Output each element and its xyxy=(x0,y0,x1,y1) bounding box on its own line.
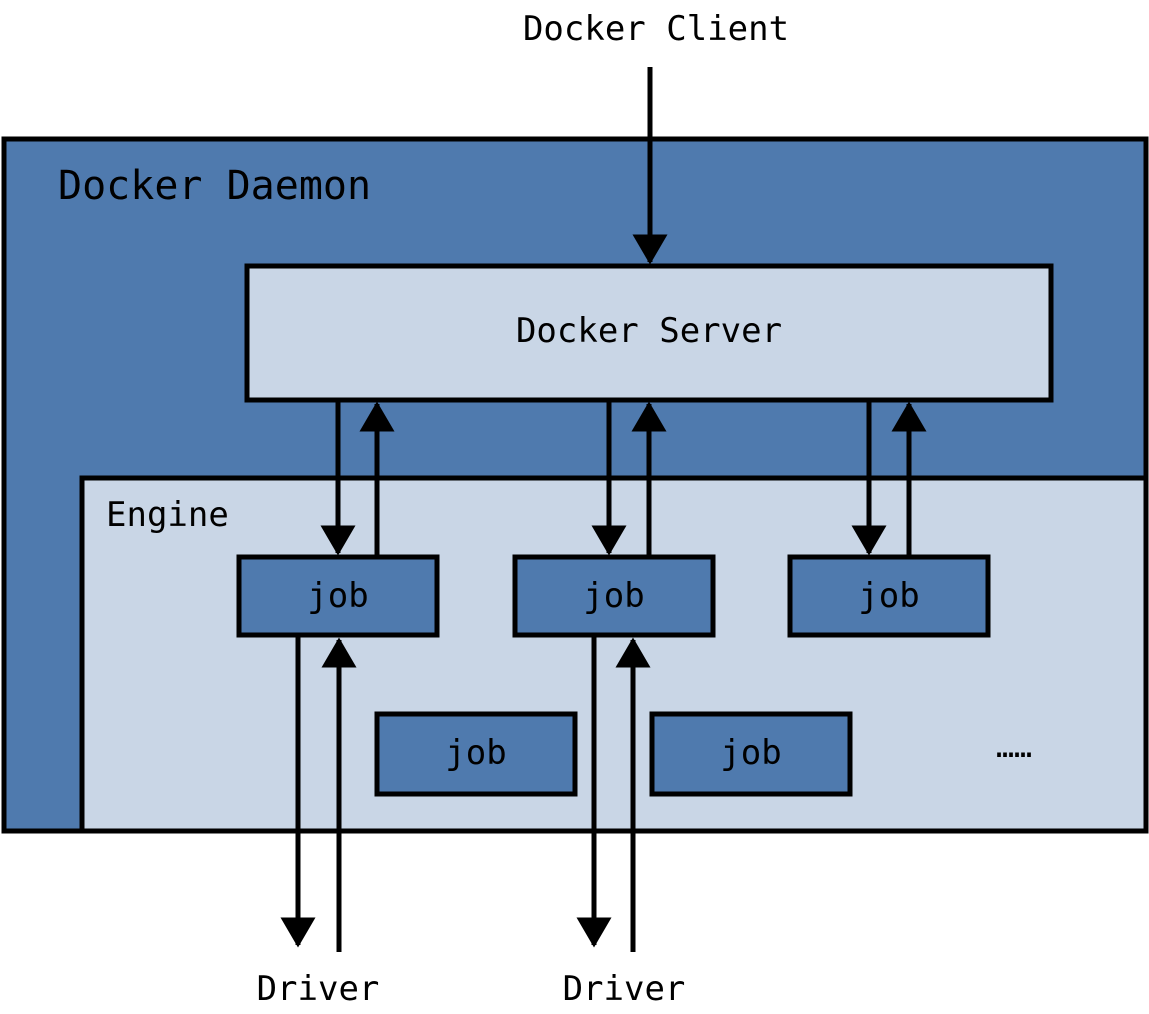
driver-label-2: Driver xyxy=(563,969,686,1009)
engine-label: Engine xyxy=(106,495,229,535)
job-label-1: job xyxy=(307,576,368,616)
job-box-4 xyxy=(374,711,578,797)
docker-server-label: Docker Server xyxy=(516,311,782,351)
job-box-1 xyxy=(236,554,440,638)
more-jobs-ellipsis: …… xyxy=(996,730,1032,765)
docker-client-label: Docker Client xyxy=(523,9,789,49)
job-label-5: job xyxy=(720,733,781,773)
job-box-5 xyxy=(649,711,853,797)
job-box-2 xyxy=(512,554,716,638)
job-label-4: job xyxy=(445,733,506,773)
job-box-3 xyxy=(787,554,991,638)
docker-server-box xyxy=(244,263,1054,403)
docker-daemon-label: Docker Daemon xyxy=(58,163,371,209)
job-label-3: job xyxy=(858,576,919,616)
driver-label-1: Driver xyxy=(257,969,380,1009)
job-label-2: job xyxy=(583,576,644,616)
engine-box xyxy=(79,475,1149,834)
